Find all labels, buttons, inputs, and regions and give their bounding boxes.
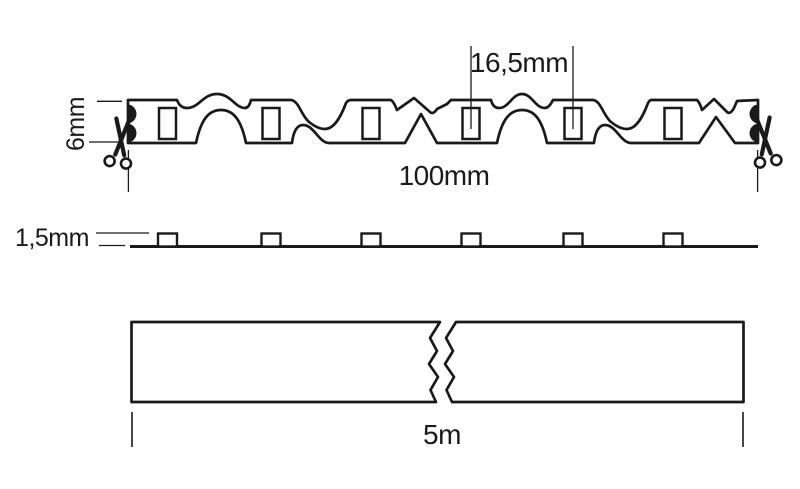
led-chip <box>157 106 178 141</box>
thickness-dim-label: 1,5mm <box>15 224 89 252</box>
scissors-icon-left <box>103 116 133 170</box>
led-bump <box>360 232 382 248</box>
led-chip <box>663 106 683 141</box>
led-chip <box>361 106 381 141</box>
led-bump <box>156 232 179 248</box>
width-dim-label: 6mm <box>62 97 90 151</box>
led-bump <box>460 232 482 248</box>
reel-outline-left <box>130 320 442 404</box>
solder-pad <box>128 123 137 143</box>
led-bump <box>662 232 684 248</box>
scissors-icon-right <box>753 115 783 169</box>
led-chip <box>261 106 281 141</box>
strip-top-view: 16,5mm 6mm 100mm <box>62 46 783 192</box>
led-bump <box>562 232 584 248</box>
strip-outline <box>126 92 760 145</box>
solder-pad <box>749 123 758 143</box>
reel-outline-right <box>443 320 745 404</box>
strip-length-view: 5m <box>130 320 745 450</box>
length-dim-label: 100mm <box>399 160 490 191</box>
pitch-dim-label: 16,5mm <box>470 47 568 78</box>
strip-side-view: 1,5mm <box>15 224 758 252</box>
total-length-label: 5m <box>423 419 461 450</box>
led-bump <box>260 232 282 248</box>
